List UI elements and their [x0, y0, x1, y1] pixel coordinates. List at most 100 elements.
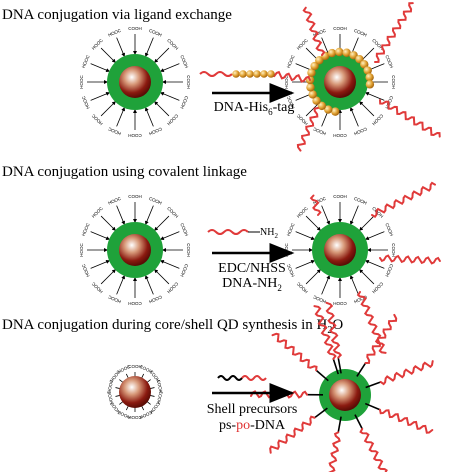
- ligand-label: HOOC: [312, 196, 327, 206]
- dna-strand: [379, 254, 441, 265]
- his-tag-bead: [307, 68, 316, 77]
- ligand-label: HOOC: [81, 222, 91, 237]
- ligand-label: COOH: [333, 133, 347, 138]
- reagent-dna-his-tag: DNA-His6-tag: [213, 100, 295, 120]
- ligand-line: [116, 106, 125, 127]
- ps-po-dna-reagent-icon: [217, 375, 267, 381]
- ligand-label: COOH: [353, 294, 367, 304]
- ligand-label: COOH: [179, 95, 189, 109]
- ligand-line: [321, 205, 330, 226]
- ligand-line: [350, 205, 359, 226]
- ligand-label: COOH: [186, 75, 191, 89]
- ps-segment: [314, 407, 328, 419]
- ligand-label: HOOC: [312, 126, 327, 136]
- ligand-label: COOH: [128, 133, 142, 138]
- ligand-line: [145, 274, 154, 295]
- qd-core: [329, 379, 361, 411]
- his-tag-bead: [310, 61, 319, 71]
- dna-strand: [328, 431, 341, 472]
- reagent-dna-nh2: DNA-NH2: [210, 276, 294, 296]
- dna-strand: [325, 301, 343, 359]
- ligand-label: COOH: [179, 54, 189, 68]
- dna-strand: [379, 408, 434, 434]
- ligand-line: [154, 47, 170, 63]
- ligand-label: HOOC: [286, 222, 296, 237]
- ligand-label: HOOC: [81, 54, 91, 69]
- ps-segment: [354, 414, 363, 430]
- ligand-label: COOH: [391, 243, 396, 257]
- ligand-label: HOOC: [79, 74, 84, 88]
- his-tag-bead: [317, 101, 327, 111]
- dna-strand: [296, 107, 319, 152]
- ligand-line: [100, 215, 116, 231]
- qd-core-only: COOHCOOHCOOHCOOHCOOHCOOHCOOHCOOHHOOCHOOC…: [106, 364, 163, 420]
- reagent-po-text: po: [236, 418, 251, 433]
- ligand-line: [359, 269, 375, 285]
- ligand-label: HOOC: [81, 263, 91, 278]
- ligand-line: [350, 106, 359, 127]
- ligand-line: [364, 231, 385, 240]
- his-tag-bead: [308, 90, 317, 99]
- qd-core: [324, 234, 356, 266]
- ligand-label: COOH: [128, 26, 142, 31]
- ps-segment: [364, 402, 381, 411]
- ligand-label: HOOC: [106, 390, 114, 405]
- ligand-label: COOH: [148, 294, 162, 304]
- section-title-end: O: [332, 317, 344, 333]
- ligand-label: COOH: [128, 364, 142, 369]
- reagent-dna-his-sub: 6: [268, 106, 273, 117]
- ligand-line: [100, 101, 116, 117]
- ligand-line: [145, 106, 154, 127]
- ligand-line: [364, 260, 385, 269]
- ligand-line: [159, 63, 180, 72]
- ligand-label: COOH: [148, 196, 162, 206]
- reagent-ps-po-dna: ps-po-DNA: [196, 418, 308, 434]
- his-tag-bead: [365, 73, 374, 82]
- reagent-dna-his-text: DNA-His: [213, 100, 269, 115]
- qd-core: [119, 376, 151, 408]
- ligand-label: HOOC: [106, 378, 114, 393]
- ligand-label: HOOC: [284, 242, 289, 256]
- reagent-shell-precursors: Shell precursors: [206, 402, 298, 417]
- reagent-ps-text: ps-: [218, 418, 237, 433]
- ligand-line: [159, 260, 180, 269]
- his-tag-bead: [360, 60, 369, 69]
- ps-segment: [332, 358, 339, 375]
- ligand-label: COOH: [128, 301, 142, 306]
- dna-strand: [271, 332, 318, 372]
- ligand-line: [305, 269, 321, 285]
- ps-segment: [337, 357, 342, 374]
- reagent-dna-his-suffix: -tag: [272, 100, 295, 115]
- qd-core: [119, 234, 151, 266]
- section-title-ligand-exchange: DNA conjugation via ligand exchange: [2, 7, 232, 23]
- dna-strand: [359, 427, 388, 472]
- dna-strand: [309, 194, 322, 216]
- ps-segment: [356, 362, 367, 377]
- his-tag-bead: [306, 83, 315, 92]
- ps-segment: [315, 369, 329, 382]
- dna-strand: [364, 313, 398, 365]
- qd-core: [324, 66, 356, 98]
- ligand-label: HOOC: [107, 126, 122, 136]
- ligand-line: [159, 231, 180, 240]
- ligand-label: COOH: [179, 263, 189, 277]
- ligand-label: COOH: [353, 28, 367, 38]
- ligand-line: [364, 92, 385, 101]
- section-title-covalent-linkage: DNA conjugation using covalent linkage: [2, 164, 247, 180]
- ligand-line: [305, 215, 321, 231]
- ligand-line: [145, 37, 154, 58]
- ligand-label: COOH: [391, 75, 396, 89]
- his-tag-bead: [331, 107, 340, 116]
- ligand-line: [145, 205, 154, 226]
- ligand-label: COOH: [384, 263, 394, 277]
- ligand-label: COOH: [148, 126, 162, 136]
- ligand-label: COOH: [384, 222, 394, 236]
- ligand-line: [90, 92, 111, 101]
- ligand-line: [350, 274, 359, 295]
- ligand-line: [321, 274, 330, 295]
- ligand-label: HOOC: [286, 54, 296, 69]
- dna-strand: [371, 181, 436, 219]
